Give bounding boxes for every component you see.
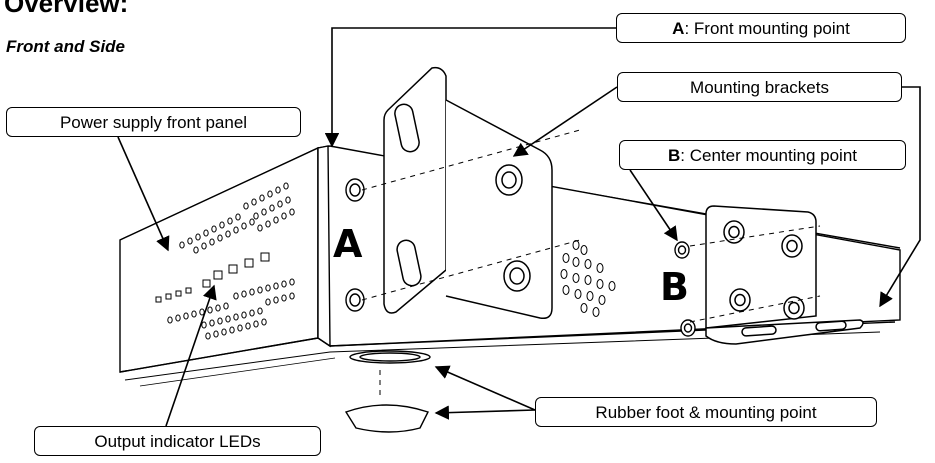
section-subtitle: Front and Side [6,37,125,56]
callout-front-mounting-point: A: Front mounting point [616,13,906,43]
side-bracket [705,205,864,345]
center-mounting-screws [674,241,696,337]
callout-letter-a: A [672,19,685,38]
page-title: Overview: [4,0,129,18]
callout-power-supply-front-panel: Power supply front panel [6,107,301,137]
side-vent-holes [560,240,616,317]
alignment-lines [361,129,821,400]
front-flange [317,145,365,348]
front-bracket [383,66,553,320]
output-leds [155,252,270,303]
label-a: A [333,222,363,266]
leader-lines [117,27,921,427]
front-vent-holes [167,182,295,340]
callout-mounting-brackets: Mounting brackets [617,72,902,102]
callout-front-text: : Front mounting point [684,19,850,38]
callout-center-text: : Center mounting point [680,146,857,165]
callout-letter-b: B [668,146,681,165]
callout-center-mounting-point: B: Center mounting point [619,140,906,170]
callout-output-indicator-leds: Output indicator LEDs [34,426,321,456]
callout-rubber-foot: Rubber foot & mounting point [535,397,877,427]
rubber-foot [344,350,431,433]
label-b: B [660,265,689,309]
